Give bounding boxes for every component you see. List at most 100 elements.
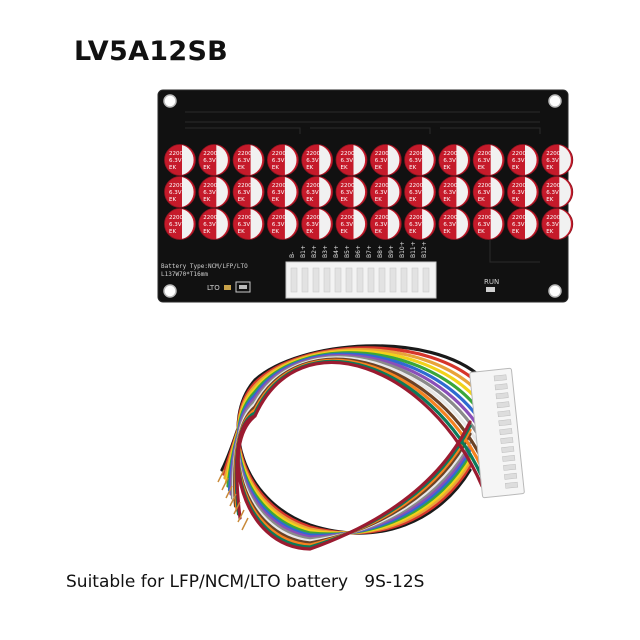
capacitor-label: 2200 (443, 151, 457, 157)
capacitor-label: 2200 (409, 215, 423, 221)
capacitor-label: EK (375, 165, 382, 171)
capacitor-label: 6.3V (512, 190, 525, 196)
capacitor-label: EK (272, 229, 279, 235)
capacitor-label: 2200 (306, 151, 320, 157)
board-connector (285, 261, 437, 299)
lto-pad (235, 281, 251, 293)
wire-tip (237, 509, 245, 523)
capacitor-label: EK (375, 197, 382, 203)
capacitor-label: 2200 (375, 215, 389, 221)
capacitor-label: EK (203, 197, 210, 203)
capacitor-label: 2200 (169, 151, 183, 157)
capacitor-label: EK (169, 229, 176, 235)
capacitor-label: 6.3V (272, 190, 285, 196)
capacitor-label: EK (409, 165, 416, 171)
capacitor-label: EK (238, 165, 245, 171)
capacitor-label: EK (546, 165, 553, 171)
wire-tip (233, 501, 241, 515)
capacitor-label: 6.3V (169, 190, 182, 196)
capacitor-label: 2200 (341, 151, 355, 157)
wire-tip (229, 493, 237, 507)
capacitor-label: 6.3V (341, 158, 354, 164)
capacitor-label: 2200 (203, 215, 217, 221)
capacitor-label: EK (546, 229, 553, 235)
capacitor-label: EK (512, 229, 519, 235)
capacitor-grid: 22006.3VEK22006.3VEK22006.3VEK22006.3VEK… (164, 144, 574, 240)
pin-label: B5+ (344, 245, 351, 258)
balance-cable (217, 344, 525, 551)
capacitor-label: 2200 (546, 183, 560, 189)
capacitor-label: 6.3V (238, 190, 251, 196)
capacitor-label: 2200 (341, 183, 355, 189)
pin-label: B7+ (366, 245, 373, 258)
pin-label: B- (289, 252, 296, 258)
capacitor-label: 6.3V (443, 190, 456, 196)
pin-labels: B-B1+B2+B3+B4+B5+B6+B7+B8+B9+B10+B11+B12… (289, 241, 428, 258)
capacitor-label: 2200 (238, 151, 252, 157)
capacitor-label: 6.3V (512, 158, 525, 164)
capacitor-label: EK (409, 197, 416, 203)
capacitor-label: 6.3V (306, 158, 319, 164)
cable-plug (469, 367, 525, 499)
capacitor-label: EK (341, 165, 348, 171)
capacitor-label: EK (443, 229, 450, 235)
capacitor-label: 2200 (272, 183, 286, 189)
capacitor-label: 2200 (238, 215, 252, 221)
capacitor-label: 2200 (169, 183, 183, 189)
product-title: LV5A12SB (74, 36, 229, 67)
capacitor-label: 2200 (443, 183, 457, 189)
pin-label: B9+ (388, 245, 395, 258)
capacitor-label: EK (478, 165, 485, 171)
capacitor-label: 6.3V (238, 222, 251, 228)
capacitor-label: 6.3V (546, 222, 559, 228)
capacitor-label: 6.3V (203, 158, 216, 164)
capacitor-label: 6.3V (272, 158, 285, 164)
capacitor-label: 2200 (546, 215, 560, 221)
capacitor-label: 2200 (169, 215, 183, 221)
capacitor-label: EK (203, 229, 210, 235)
run-led (486, 287, 495, 292)
capacitor-label: 2200 (546, 151, 560, 157)
pin-label: B8+ (377, 245, 384, 258)
capacitor-label: EK (375, 229, 382, 235)
capacitor-label: EK (478, 197, 485, 203)
capacitor-label: 2200 (478, 215, 492, 221)
capacitor-label: 6.3V (203, 190, 216, 196)
capacitor-label: 2200 (306, 183, 320, 189)
capacitor-label: EK (238, 229, 245, 235)
capacitor-label: 6.3V (341, 222, 354, 228)
capacitor-label: 6.3V (169, 158, 182, 164)
pin-label: B3+ (322, 245, 329, 258)
capacitor-label: 2200 (478, 183, 492, 189)
capacitor-label: 2200 (512, 151, 526, 157)
capacitor-label: EK (306, 165, 313, 171)
capacitor-label: 6.3V (478, 190, 491, 196)
pin-label: B11+ (410, 241, 417, 258)
lto-jumper[interactable] (224, 285, 231, 290)
capacitor-label: 6.3V (546, 158, 559, 164)
capacitor-label: EK (512, 197, 519, 203)
